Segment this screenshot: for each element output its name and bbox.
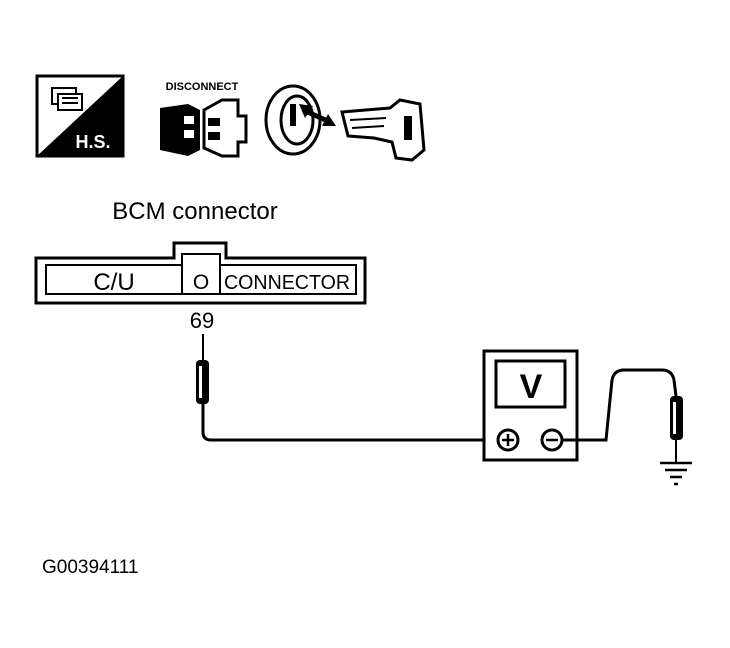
positive-probe <box>196 334 209 404</box>
negative-lead-wire <box>562 368 678 442</box>
ground-symbol-icon <box>660 461 692 486</box>
ignition-key-icon <box>264 84 426 162</box>
disconnect-label: DISCONNECT <box>166 81 239 93</box>
hs-label: H.S. <box>75 132 110 152</box>
connector-terminal-label: O <box>193 271 209 294</box>
disconnect-icon: DISCONNECT <box>160 81 248 158</box>
connector-title: BCM connector <box>112 198 277 225</box>
positive-lead-wire <box>201 404 492 442</box>
negative-probe <box>670 396 683 462</box>
connector-cu-label: C/U <box>93 269 134 296</box>
voltmeter-display: V <box>520 368 543 406</box>
connector-right-label: CONNECTOR <box>224 272 350 294</box>
connector-glyph-icon <box>51 87 83 111</box>
pin-number: 69 <box>190 308 214 333</box>
harness-side-icon: H.S. <box>35 74 125 158</box>
voltmeter: V <box>482 349 579 462</box>
bcm-connector: C/U O CONNECTOR <box>34 241 367 305</box>
figure-id: G00394111 <box>42 557 139 578</box>
